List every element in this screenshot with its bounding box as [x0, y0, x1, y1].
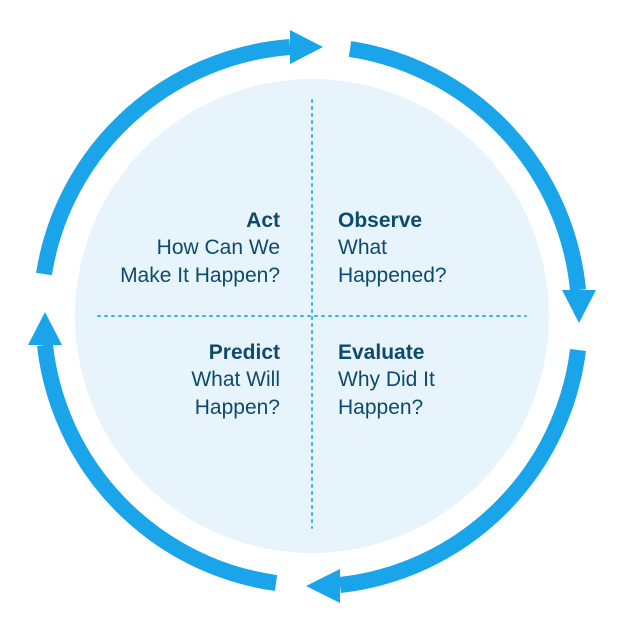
arrow-head-right-icon [562, 290, 596, 323]
arrow-head-bottom-icon [306, 569, 340, 603]
evaluate-title: Evaluate [338, 341, 425, 364]
arrow-arc-bottom-left [37, 344, 278, 591]
predict-line-2: Happen? [194, 396, 280, 419]
quadrant-act: Act How Can We Make It Happen? [70, 207, 280, 290]
quadrant-observe: Observe What Happened? [338, 207, 548, 290]
act-line-1: How Can We [156, 236, 280, 259]
observe-title: Observe [338, 209, 423, 232]
observe-line-2: Happened? [338, 264, 447, 287]
act-line-2: Make It Happen? [120, 264, 280, 287]
arrow-arc-bottom-right [339, 349, 586, 593]
quadrant-evaluate: Evaluate Why Did It Happen? [338, 339, 548, 422]
act-title: Act [246, 209, 280, 232]
evaluate-line-2: Happen? [338, 396, 424, 419]
arrow-head-top-icon [290, 30, 323, 64]
arrow-head-left-icon [28, 312, 62, 345]
arrow-arc-top-left [36, 39, 291, 276]
predict-title: Predict [208, 341, 280, 364]
arrow-arc-top-right [348, 41, 586, 291]
evaluate-line-1: Why Did It [338, 368, 435, 391]
quadrant-predict: Predict What Will Happen? [70, 339, 280, 422]
observe-line-1: What [338, 236, 388, 259]
predict-line-1: What Will [191, 368, 280, 391]
